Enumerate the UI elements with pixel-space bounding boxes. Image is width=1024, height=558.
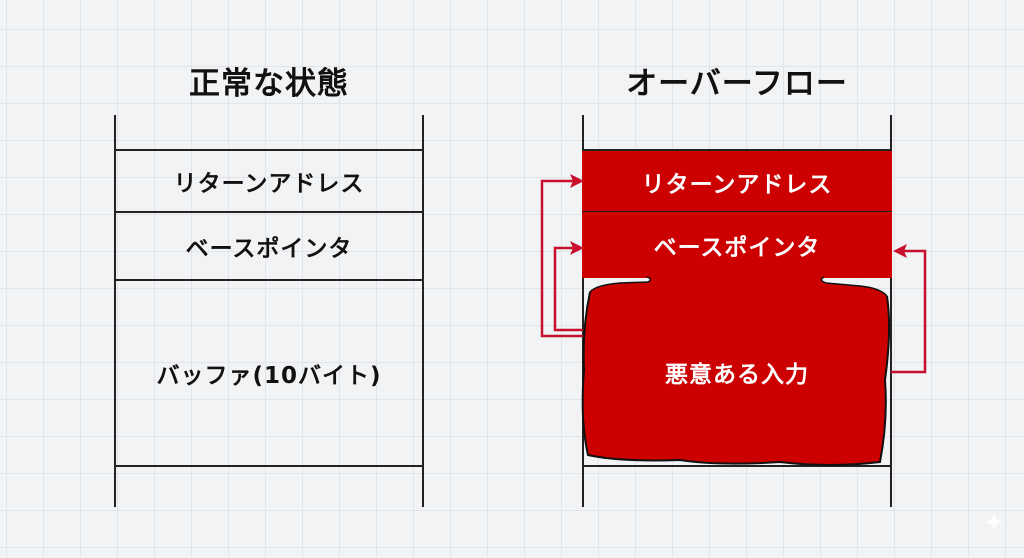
sparkle-icon	[984, 512, 1004, 532]
base-pointer-overwritten-cell: ベースポインタ	[582, 211, 892, 278]
buffer-cell: バッファ(10バイト)	[114, 281, 424, 465]
base-pointer-cell: ベースポインタ	[114, 213, 424, 279]
arrow-to-base-pointer-right	[891, 249, 927, 374]
return-address-label: リターンアドレス	[173, 171, 365, 197]
normal-state-title: 正常な状態	[189, 66, 349, 102]
stack-divider	[114, 211, 424, 213]
stack-divider	[114, 465, 424, 467]
return-address-label: リターンアドレス	[641, 171, 833, 198]
return-address-overwritten-cell: リターンアドレス	[582, 149, 892, 213]
arrow-to-return-address	[540, 179, 583, 338]
return-address-cell: リターンアドレス	[114, 151, 424, 211]
malicious-input-label: 悪意ある入力	[665, 362, 809, 388]
buffer-label: バッファ(10バイト)	[156, 363, 382, 389]
stack-divider	[582, 465, 892, 467]
stack-divider	[114, 149, 424, 151]
overflow-title: オーバーフロー	[626, 66, 848, 102]
overflow-stack: リターンアドレス ベースポインタ	[582, 115, 892, 507]
stack-left-wall	[114, 115, 116, 507]
arrowhead-icon	[893, 244, 907, 258]
normal-stack: リターンアドレス ベースポインタ バッファ(10バイト)	[114, 115, 424, 507]
stack-divider	[114, 279, 424, 281]
arrow-to-base-pointer-left	[553, 246, 583, 332]
base-pointer-label: ベースポインタ	[653, 235, 821, 261]
stack-right-wall	[422, 115, 424, 507]
base-pointer-label: ベースポインタ	[185, 236, 353, 262]
